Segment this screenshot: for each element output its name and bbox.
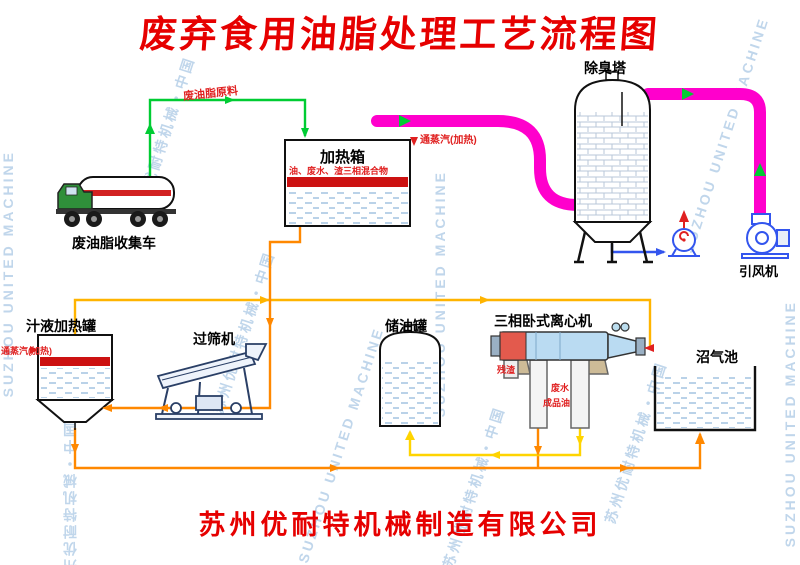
oil-tank-label: 储油罐: [385, 318, 427, 334]
company-name: 苏州优耐特机械制造有限公司: [198, 510, 602, 540]
screening-machine-graphic: [155, 343, 268, 420]
centrifuge-graphic: [490, 322, 646, 429]
exhaust-pipe-tower-to-fan: [642, 88, 766, 221]
heating-box-graphic: [284, 139, 411, 227]
fan-label: 引风机: [739, 264, 779, 279]
wastewater-note: 废水: [551, 383, 570, 393]
biogas-pool-label: 沼气池: [696, 349, 738, 365]
biogas-pool-graphic: [653, 366, 757, 432]
truck-label: 废油脂收集车: [72, 235, 156, 251]
induced-draft-fan-graphic: [741, 213, 790, 259]
oil-to-storage-line: [408, 428, 582, 457]
juice-tank-label: 汁液加热罐: [26, 318, 96, 334]
heatingbox-to-screen-line: [108, 226, 302, 410]
screen-label: 过筛机: [193, 331, 235, 347]
raw-oil-feed-line: [148, 98, 307, 176]
tower-label: 除臭塔: [584, 60, 626, 76]
heating-box-label: 加热箱: [320, 149, 366, 166]
deodorizing-tower-graphic: [572, 71, 653, 264]
residue-note: 残渣: [497, 365, 516, 375]
steam-note-box: 通蒸汽(加热): [420, 135, 477, 146]
flow-arrows: [30, 88, 766, 472]
oil-storage-tank-graphic: [379, 324, 441, 427]
diagram-title: 废弃食用油脂处理工艺流程图: [138, 15, 662, 56]
juice-heating-tank-graphic: [35, 334, 115, 430]
juice-to-centrifuge-line: [73, 298, 652, 348]
steam-note-juice: 通蒸汽(加热): [1, 346, 52, 356]
drain-pump-graphic: [668, 222, 700, 257]
steam-pipe-box-to-tower: [371, 115, 584, 211]
finished-oil-note: 成品油: [543, 398, 571, 408]
mixture-note: 油、废水、渣三相混合物: [289, 166, 389, 176]
centrifuge-label: 三相卧式离心机: [494, 313, 592, 329]
wastewater-to-biogas-line: [73, 428, 702, 470]
truck-graphic: [56, 176, 176, 227]
